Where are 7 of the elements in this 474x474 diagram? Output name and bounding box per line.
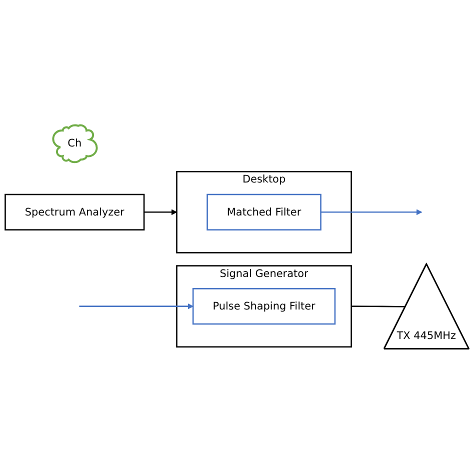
arrow (79, 303, 194, 310)
node-box: Spectrum Analyzer (4, 194, 145, 230)
node-box: Pulse Shaping Filter (192, 288, 336, 325)
node-box: Matched Filter (206, 194, 322, 230)
arrow (320, 209, 422, 216)
connector (351, 306, 406, 308)
arrow (144, 209, 177, 216)
